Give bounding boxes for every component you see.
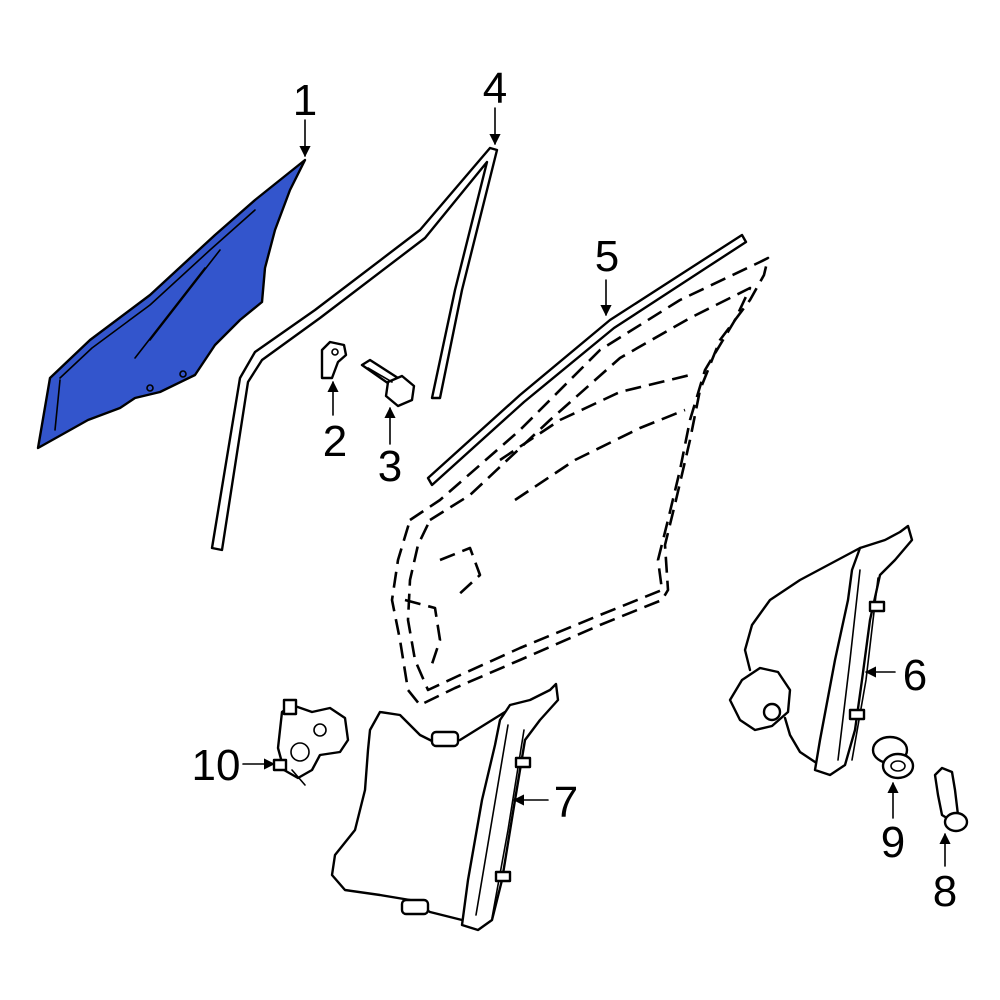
crank-handle-part[interactable]: [933, 766, 969, 833]
callout-9: 9: [881, 818, 905, 867]
regulator-part-6[interactable]: [728, 524, 914, 777]
callout-4: 4: [483, 64, 507, 113]
glass-run-channel-part[interactable]: [210, 146, 499, 552]
callout-7: 7: [554, 778, 578, 827]
callout-1: 1: [293, 76, 317, 125]
bushing-part[interactable]: [871, 735, 915, 780]
door-shell-outline: [390, 256, 770, 707]
clip-part[interactable]: [320, 340, 348, 380]
callout-5: 5: [595, 232, 619, 281]
door-glass-part[interactable]: [36, 158, 307, 450]
belt-weatherstrip-part[interactable]: [426, 233, 748, 487]
callout-10: 10: [192, 741, 241, 790]
motor-part[interactable]: [272, 698, 350, 786]
regulator-part-7[interactable]: [330, 682, 560, 932]
bolt-part[interactable]: [360, 358, 416, 408]
callout-3: 3: [378, 442, 402, 491]
callout-8: 8: [933, 867, 957, 916]
callout-6: 6: [903, 651, 927, 700]
callout-2: 2: [323, 417, 347, 466]
leader-arrows: [242, 107, 951, 867]
